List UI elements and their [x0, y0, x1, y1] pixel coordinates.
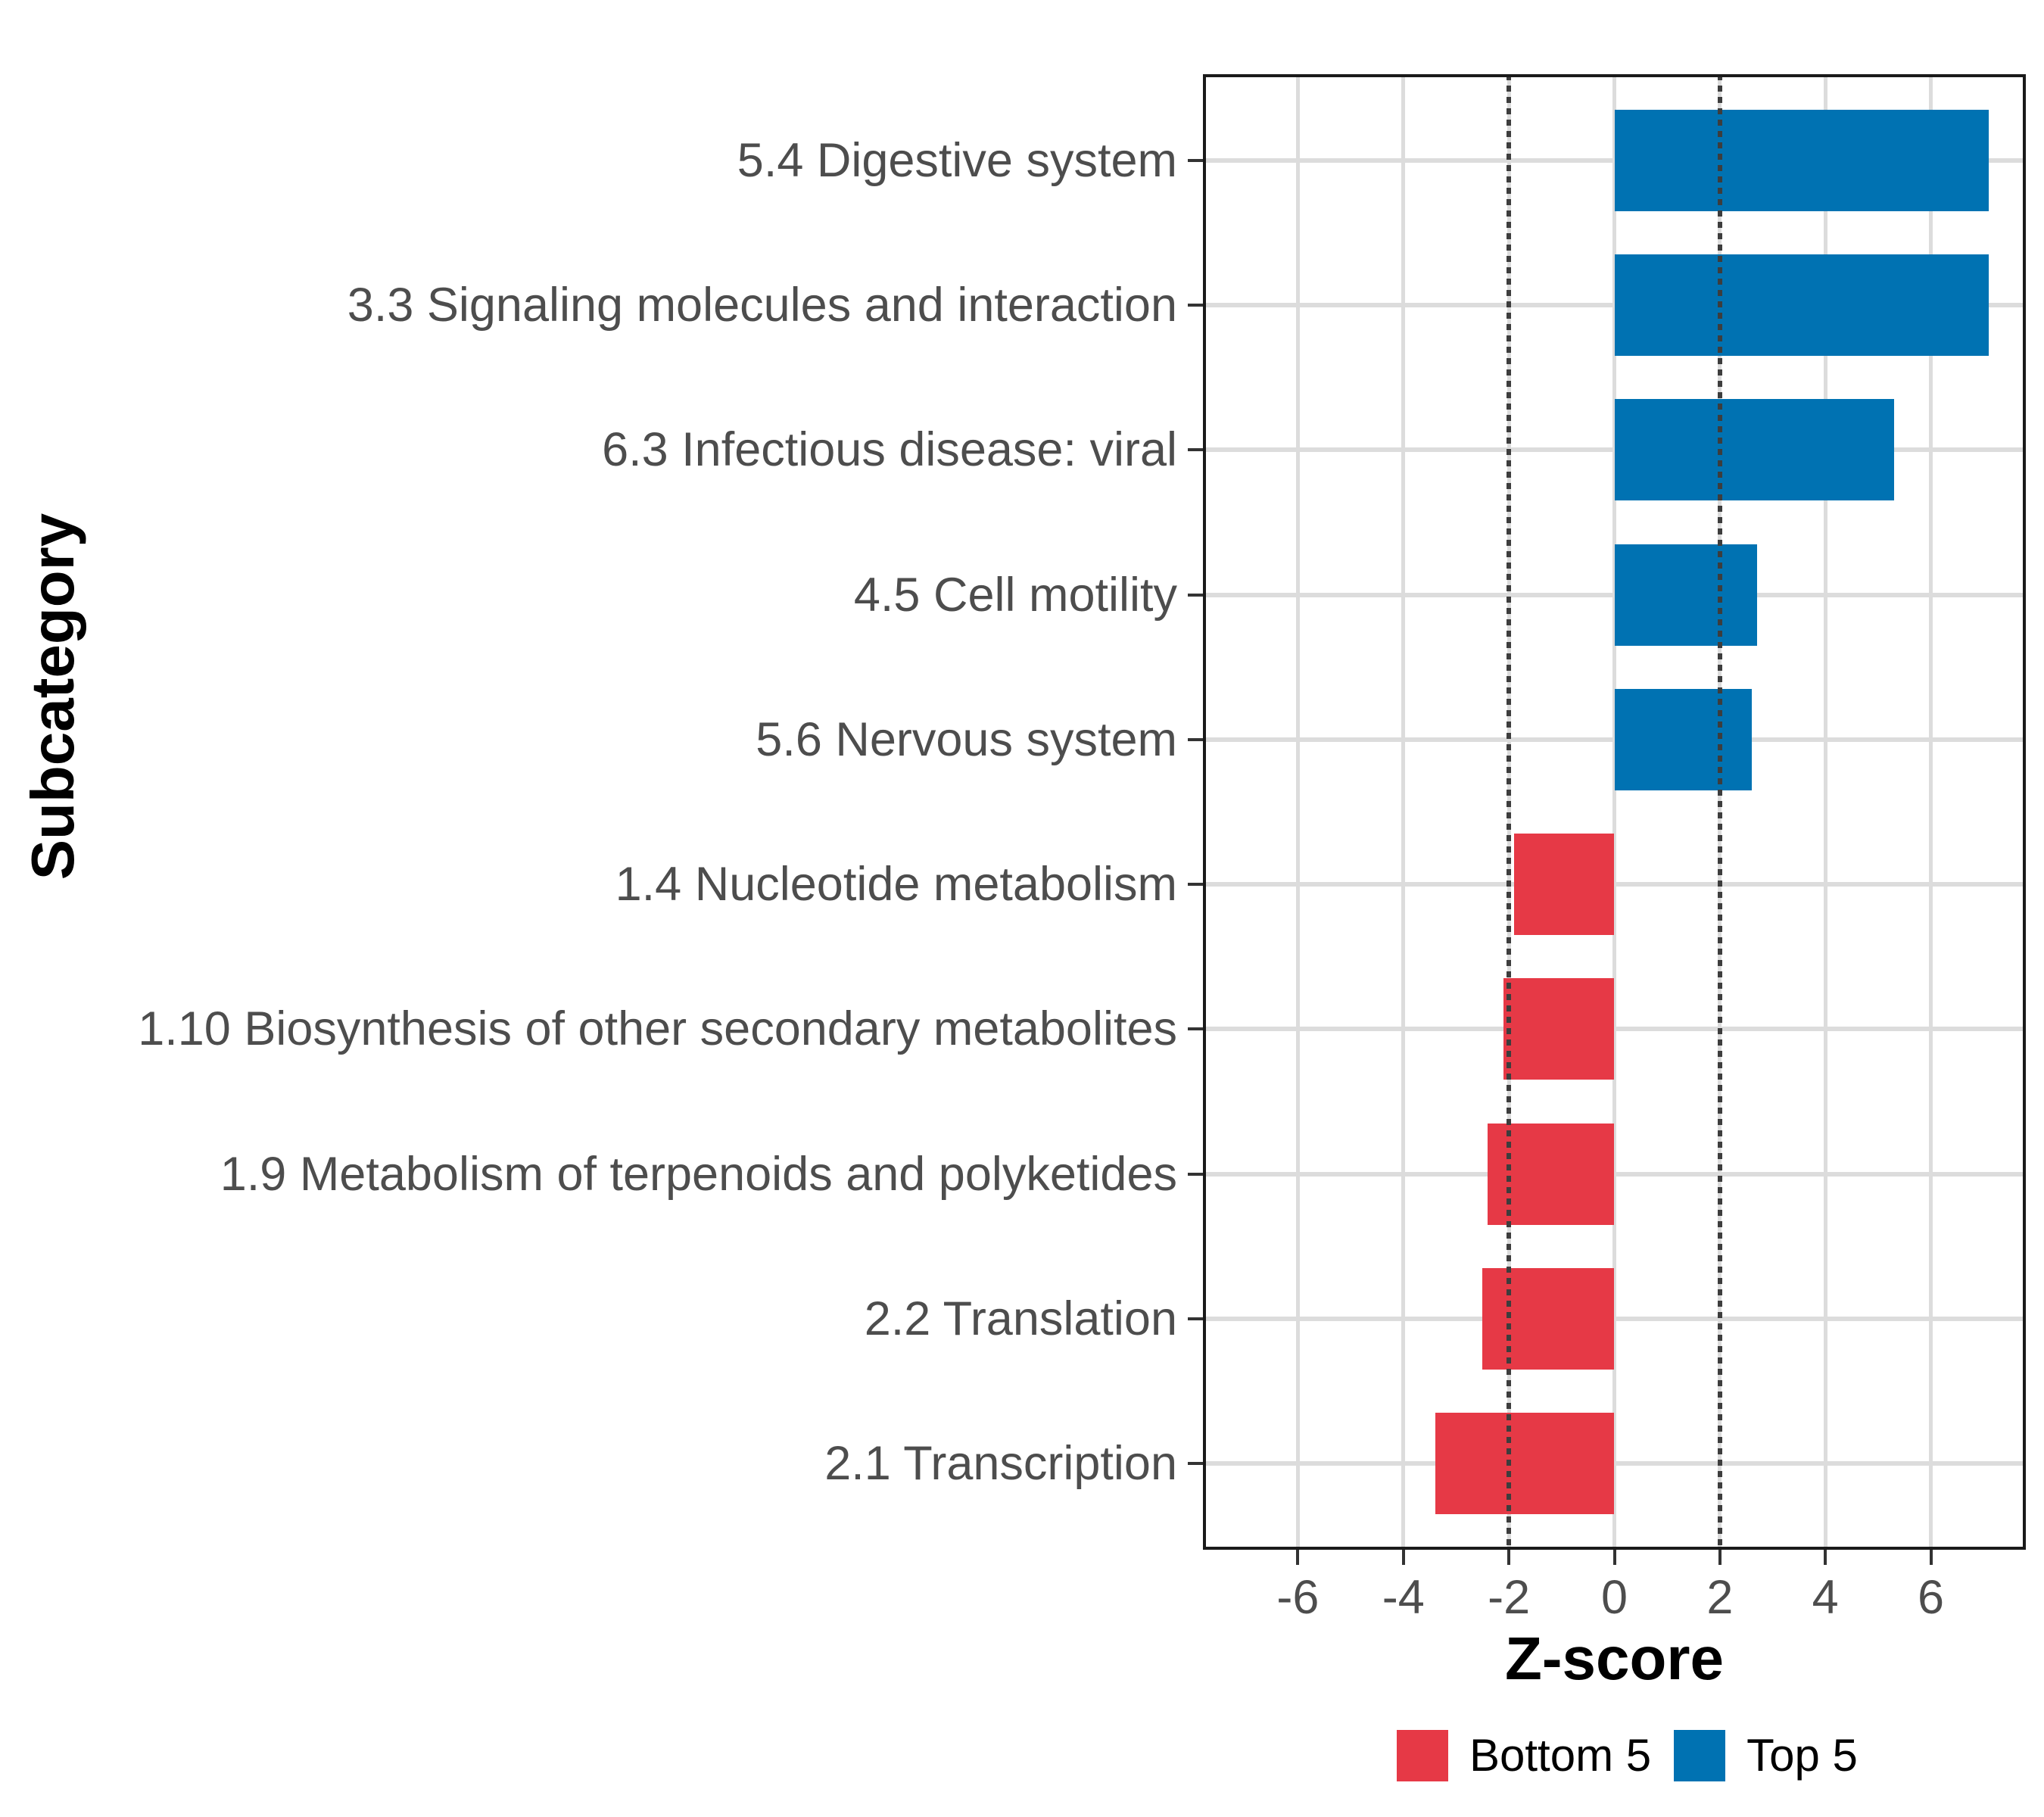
- x-tick-mark: [1612, 1550, 1616, 1565]
- x-tick-mark: [1929, 1550, 1933, 1565]
- major-gridline-y: [1203, 1461, 2026, 1466]
- bar-top5: [1614, 399, 1894, 501]
- category-label: 5.6 Nervous system: [756, 712, 1177, 766]
- category-label: 3.3 Signaling molecules and interaction: [347, 279, 1177, 332]
- category-label: 2.2 Translation: [864, 1292, 1177, 1345]
- x-tick-label: -6: [1276, 1571, 1320, 1624]
- category-label: 1.4 Nucleotide metabolism: [615, 858, 1177, 912]
- x-tick-label: -4: [1382, 1571, 1425, 1624]
- bar-top5: [1614, 110, 1989, 211]
- x-axis-title: Z-score: [1505, 1625, 1724, 1692]
- y-tick-mark: [1188, 448, 1203, 452]
- y-tick-mark: [1188, 159, 1203, 162]
- bar-bottom5: [1503, 978, 1615, 1080]
- legend-swatch: [1674, 1730, 1726, 1781]
- major-gridline-x-0: [1612, 74, 1616, 1550]
- y-tick-mark: [1188, 1462, 1203, 1465]
- category-label: 6.3 Infectious disease: viral: [602, 423, 1177, 477]
- y-tick-mark: [1188, 1027, 1203, 1031]
- x-tick-mark: [1824, 1550, 1827, 1565]
- y-tick-mark: [1188, 304, 1203, 307]
- x-tick-mark: [1718, 1550, 1722, 1565]
- reference-line--2: [1507, 74, 1512, 1550]
- bar-bottom5: [1482, 1267, 1615, 1370]
- x-tick-label: -2: [1488, 1571, 1531, 1624]
- y-tick-mark: [1188, 737, 1203, 741]
- bar-bottom5: [1514, 834, 1615, 936]
- x-tick-label: 6: [1918, 1571, 1945, 1624]
- category-label: 5.4 Digestive system: [737, 134, 1177, 187]
- legend: Bottom 5 Top 5: [1397, 1730, 1858, 1781]
- y-axis-title: Subcategory: [19, 513, 86, 880]
- x-tick-label: 0: [1600, 1571, 1628, 1624]
- legend-entry-bottom-5: Bottom 5: [1397, 1730, 1651, 1781]
- major-gridline-y: [1203, 1316, 2026, 1321]
- bar-top5: [1614, 544, 1757, 646]
- major-gridline-x-4: [1823, 74, 1827, 1550]
- category-label: 1.10 Biosynthesis of other secondary met…: [138, 1002, 1177, 1056]
- legend-entry-top-5: Top 5: [1674, 1730, 1858, 1781]
- category-label: 1.9 Metabolism of terpenoids and polyket…: [220, 1147, 1177, 1201]
- major-gridline-y: [1203, 1171, 2026, 1177]
- major-gridline-y: [1203, 1027, 2026, 1032]
- major-gridline-x--4: [1401, 74, 1406, 1550]
- bar-top5: [1614, 254, 1989, 357]
- major-gridline-y: [1203, 882, 2026, 887]
- legend-label: Bottom 5: [1469, 1730, 1652, 1781]
- y-tick-mark: [1188, 883, 1203, 887]
- x-tick-mark: [1401, 1550, 1405, 1565]
- major-gridline-x--6: [1295, 74, 1300, 1550]
- major-gridline-x-6: [1929, 74, 1933, 1550]
- category-label: 2.1 Transcription: [824, 1437, 1177, 1490]
- y-tick-mark: [1188, 593, 1203, 597]
- y-tick-mark: [1188, 1317, 1203, 1320]
- x-tick-label: 4: [1812, 1571, 1839, 1624]
- reference-line-2: [1717, 74, 1722, 1550]
- x-tick-mark: [1507, 1550, 1511, 1565]
- x-tick-mark: [1296, 1550, 1300, 1565]
- category-label: 4.5 Cell motility: [853, 568, 1177, 622]
- bar-top5: [1614, 688, 1752, 790]
- y-tick-mark: [1188, 1172, 1203, 1176]
- bar-bottom5: [1435, 1413, 1615, 1514]
- x-tick-label: 2: [1706, 1571, 1734, 1624]
- legend-swatch: [1397, 1730, 1448, 1781]
- legend-label: Top 5: [1746, 1730, 1858, 1781]
